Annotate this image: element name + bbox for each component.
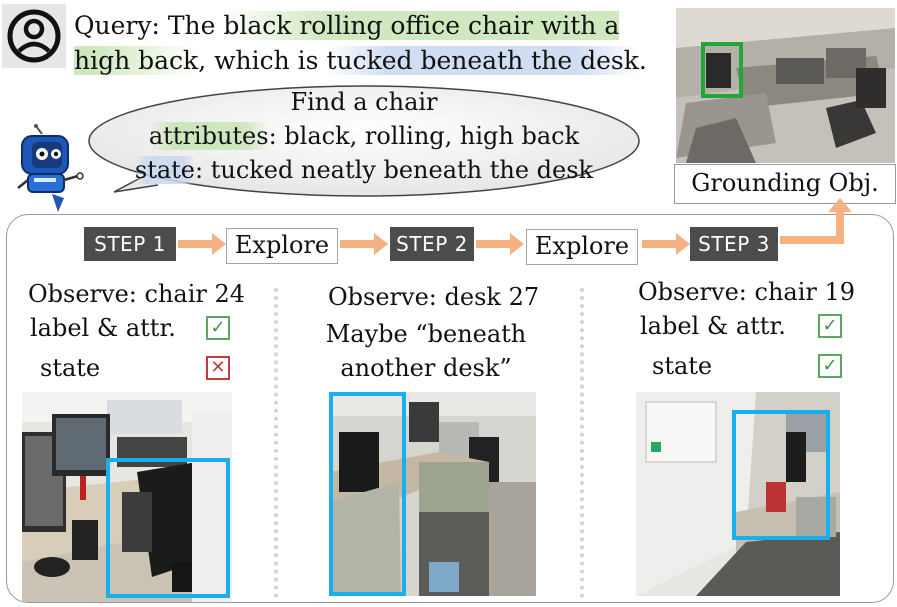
step-3-state: state — [652, 352, 713, 380]
step-2-badge: STEP 2 — [390, 227, 474, 261]
query-state-phrase: tucked beneath the desk — [326, 46, 639, 75]
step-3-label-check-icon: ✓ — [818, 314, 842, 338]
grounding-scene-image — [676, 8, 895, 163]
explore-1-box: Explore — [226, 228, 338, 264]
step-1-label-check-icon: ✓ — [206, 316, 230, 340]
state-text: : tucked neatly beneath the desk — [195, 156, 594, 184]
explore-2-box: Explore — [526, 229, 638, 265]
step-1-state-cross-icon: ✕ — [206, 356, 230, 380]
steps-panel — [6, 214, 894, 603]
grounded-object-bbox — [701, 42, 743, 98]
step-2-note-line1: Maybe “beneath — [325, 320, 527, 348]
step-1-label-attr: label & attr. — [30, 314, 176, 342]
step-separator-1 — [274, 288, 278, 598]
attributes-label: attributes — [148, 122, 269, 150]
grounding-object-label: Grounding Obj. — [674, 164, 896, 204]
step-3-bbox — [732, 410, 830, 540]
step-1-observe: Observe: chair 24 — [28, 280, 246, 308]
bubble-line-attributes: attributes: black, rolling, high back — [86, 122, 642, 150]
query-mid: , which is — [198, 46, 327, 75]
query-text: Query: The black rolling office chair wi… — [74, 8, 674, 78]
step-2-bbox — [329, 392, 406, 596]
step-2-photo — [329, 392, 536, 596]
step-1-bbox — [106, 458, 230, 598]
attributes-text: : black, rolling, high back — [268, 122, 580, 150]
bubble-outline — [88, 85, 640, 197]
office-photo-2 — [329, 392, 536, 596]
user-icon — [7, 9, 61, 63]
user-avatar — [2, 4, 66, 68]
query-suffix: . — [638, 46, 647, 75]
robot-agent — [14, 124, 86, 214]
step-2-observe: Observe: desk 27 — [328, 283, 540, 311]
query-prefix: Query: The — [74, 11, 224, 40]
step-3-state-check-icon: ✓ — [818, 354, 842, 378]
step-1-photo — [22, 392, 232, 602]
scene-reconstruction — [676, 8, 895, 163]
step-3-badge: STEP 3 — [690, 227, 778, 261]
step-1-state: state — [40, 354, 101, 382]
bubble-line-state: state: tucked neatly beneath the desk — [86, 156, 642, 184]
step-2-note-line2: another desk” — [340, 354, 512, 382]
state-label: state — [134, 156, 195, 184]
step-3-label-attr: label & attr. — [640, 312, 786, 340]
step-3-observe: Observe: chair 19 — [638, 278, 856, 306]
step-separator-2 — [580, 288, 584, 598]
step-1-badge: STEP 1 — [84, 227, 176, 261]
robot-icon — [17, 124, 84, 212]
reasoning-bubble: Find a chair attributes: black, rolling,… — [86, 84, 642, 202]
office-photo-1 — [22, 392, 232, 602]
bubble-line-intent: Find a chair — [290, 88, 438, 116]
